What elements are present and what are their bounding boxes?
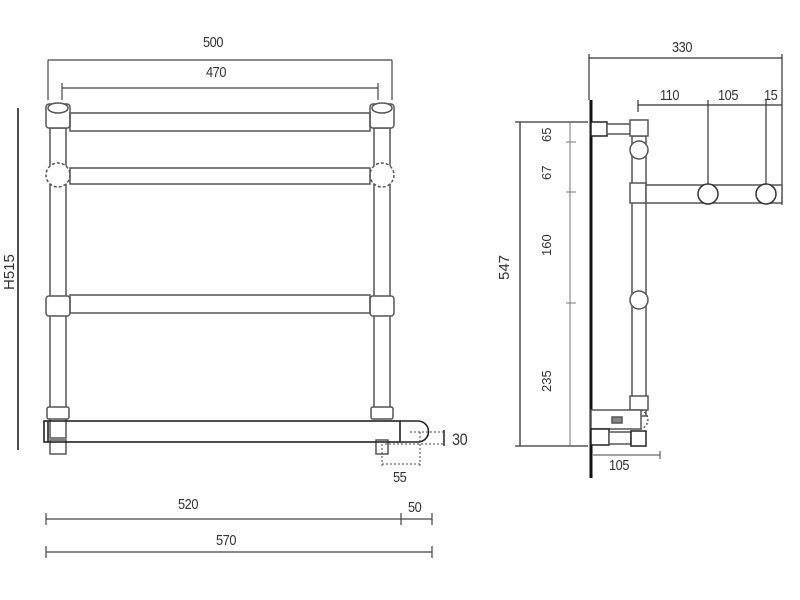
rails: [69, 112, 371, 314]
dim-height: H515: [1, 254, 18, 290]
dim-total-height: 547: [496, 254, 513, 280]
dim-inner-width: 470: [206, 64, 227, 81]
dimension-lines-top: [47, 59, 393, 100]
side-view: [515, 54, 783, 478]
dim-valve-offset: 55: [393, 469, 407, 486]
dim-depth-2: 105: [718, 87, 739, 104]
dim-depth-3: 15: [764, 87, 778, 104]
base-shelf: [43, 420, 430, 443]
dim-total-width: 570: [216, 532, 237, 549]
dim-seg-4: 235: [539, 370, 554, 392]
left-post: [45, 102, 71, 455]
dim-seg-1: 65: [539, 127, 554, 142]
dim-base-overhang: 50: [408, 499, 422, 516]
front-view: [17, 59, 445, 558]
dim-seg-3: 160: [539, 234, 554, 256]
dim-depth-1: 110: [660, 87, 680, 104]
dim-base-width: 520: [178, 496, 199, 513]
dim-seg-2: 67: [539, 165, 554, 180]
dim-total-depth: 330: [672, 39, 693, 56]
dimension-lines-bottom: [45, 513, 433, 558]
dim-outer-width: 500: [203, 34, 224, 51]
dim-base-depth: 105: [609, 457, 630, 474]
right-post: [369, 102, 395, 455]
dim-valve-height: 30: [452, 430, 468, 449]
valve-dimensions: [381, 431, 445, 466]
